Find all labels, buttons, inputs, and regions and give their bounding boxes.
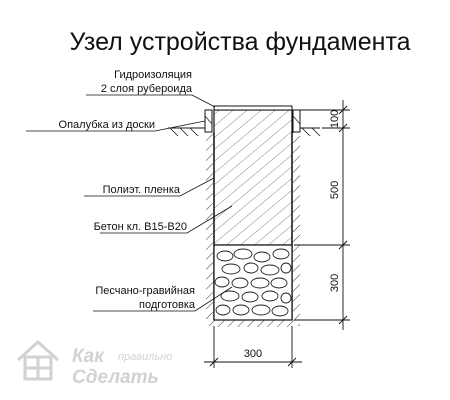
diagram-title: Узел устройства фундамента bbox=[69, 28, 410, 56]
width-dimension-line bbox=[204, 326, 302, 368]
sand-gravel-bedding bbox=[213, 244, 293, 321]
label-bedding-line2: подготовка bbox=[139, 299, 196, 311]
watermark-house-icon bbox=[16, 339, 60, 381]
leader-lines bbox=[26, 94, 233, 312]
waterproofing-layer bbox=[213, 105, 293, 111]
dim-concrete-depth: 500 bbox=[329, 181, 341, 199]
watermark-word3: Сделать bbox=[72, 367, 159, 388]
formwork-board-left bbox=[204, 109, 213, 133]
soil-bottom bbox=[213, 320, 293, 327]
watermark: Как правильно Сделать bbox=[16, 339, 172, 388]
label-waterproofing-line2: 2 слоя рубероида bbox=[101, 83, 193, 95]
watermark-word2: правильно bbox=[118, 351, 172, 363]
ground-surface bbox=[168, 127, 321, 137]
label-waterproofing-line1: Гидроизоляция bbox=[114, 69, 192, 81]
watermark-word1: Как bbox=[72, 346, 105, 367]
label-polyethylene: Полиэт. пленка bbox=[103, 184, 181, 196]
soil-wall-right bbox=[293, 132, 300, 326]
label-bedding-line1: Песчано-гравийная bbox=[95, 285, 195, 297]
label-formwork: Опалубка из доски bbox=[59, 119, 155, 131]
dim-width: 300 bbox=[244, 348, 262, 360]
concrete-body bbox=[213, 109, 293, 246]
vertical-dimension-line bbox=[294, 100, 350, 330]
dim-above-ground: 100 bbox=[329, 110, 341, 128]
dim-bedding-depth: 300 bbox=[329, 274, 341, 292]
label-concrete: Бетон кл. В15-В20 bbox=[94, 221, 187, 233]
formwork-board-right bbox=[292, 109, 301, 133]
soil-wall-left bbox=[206, 132, 213, 326]
